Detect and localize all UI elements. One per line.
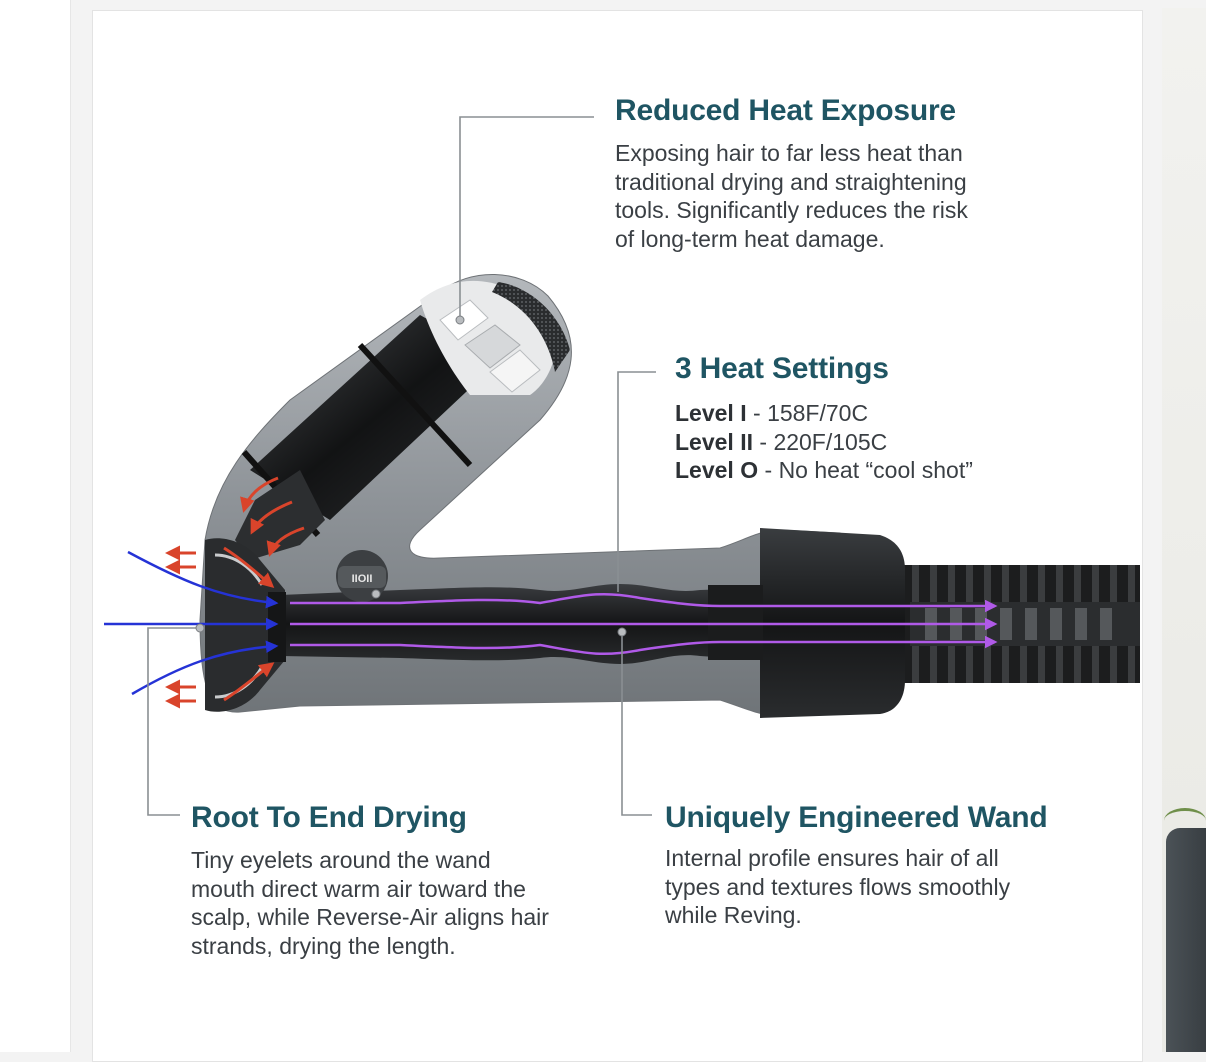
wand-description: Internal profile ensures hair of all typ… bbox=[665, 844, 1010, 930]
adjacent-slide-preview[interactable] bbox=[1162, 8, 1206, 1052]
root-to-end-line: strands, drying the length. bbox=[191, 932, 456, 959]
callout-leader-lines bbox=[147, 116, 656, 816]
heat-level-row: Level I - 158F/70C bbox=[675, 400, 869, 426]
filter-housing bbox=[235, 280, 570, 560]
reduced-heat-line: of long-term heat damage. bbox=[615, 225, 885, 252]
heat-level-name: Level I bbox=[675, 400, 747, 426]
reduced-heat-line: traditional drying and straightening bbox=[615, 168, 967, 195]
heat-level-row: Level O - No heat “cool shot” bbox=[675, 457, 973, 483]
wand-line: while Reving. bbox=[665, 902, 802, 928]
heat-level-value: 158F/70C bbox=[767, 400, 869, 426]
heat-settings-title: 3 Heat Settings bbox=[675, 352, 889, 385]
plant-leaf bbox=[1164, 808, 1206, 833]
wand-line: Internal profile ensures hair of all bbox=[665, 845, 999, 871]
root-to-end-line: scalp, while Reverse-Air aligns hair bbox=[191, 904, 549, 930]
heat-switch[interactable]: IIOII bbox=[336, 550, 388, 602]
root-to-end-line: mouth direct warm air toward the bbox=[191, 875, 526, 902]
reduced-heat-description: Exposing hair to far less heat than trad… bbox=[615, 139, 968, 253]
hair-flow-arrows bbox=[290, 592, 998, 656]
heat-level-value: No heat “cool shot” bbox=[778, 457, 973, 483]
callout-leader-dots bbox=[195, 315, 627, 637]
heat-levels-list: Level I - 158F/70C Level II - 220F/105C … bbox=[675, 399, 973, 485]
wand-line: types and textures flows smoothly bbox=[665, 873, 1011, 900]
root-to-end-description: Tiny eyelets around the wand mouth direc… bbox=[191, 846, 549, 960]
heat-level-name: Level O bbox=[675, 457, 759, 483]
root-to-end-title: Root To End Drying bbox=[191, 801, 467, 834]
reduced-heat-line: tools. Significantly reduces the risk bbox=[615, 197, 968, 223]
reduced-heat-title: Reduced Heat Exposure bbox=[615, 94, 956, 127]
root-to-end-line: Tiny eyelets around the wand bbox=[191, 847, 491, 873]
reverse-air-arrows bbox=[165, 476, 305, 709]
switch-label: IIOII bbox=[352, 573, 373, 585]
heat-level-value: 220F/105C bbox=[773, 428, 888, 455]
device-base bbox=[1166, 828, 1206, 1052]
heat-level-name: Level II bbox=[675, 428, 753, 455]
heat-level-row: Level II - 220F/105C bbox=[675, 428, 888, 455]
left-page-edge bbox=[0, 0, 71, 1052]
reduced-heat-line: Exposing hair to far less heat than bbox=[615, 140, 963, 166]
wand-title: Uniquely Engineered Wand bbox=[665, 801, 1048, 834]
